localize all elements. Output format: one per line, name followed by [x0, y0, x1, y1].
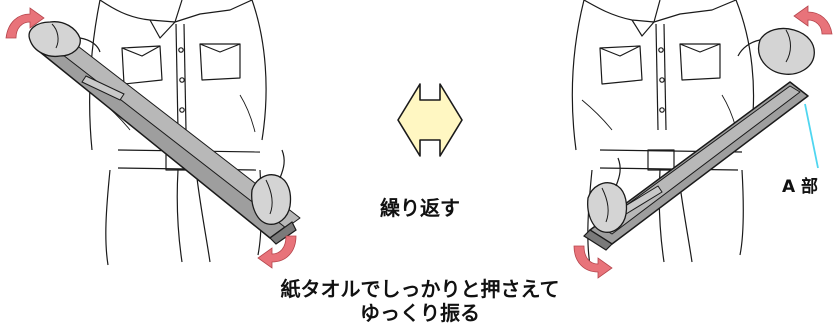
double-headed-arrow-icon: [397, 83, 463, 157]
repeat-label: 繰り返す: [380, 196, 460, 220]
left-figure: [5, 0, 301, 269]
curved-rotation-arrow-icon: [573, 245, 613, 279]
curved-rotation-arrow-icon: [257, 235, 297, 269]
part-a-leader-line: [804, 103, 819, 169]
left-hand-bottom: [251, 149, 292, 225]
left-cartridge: [39, 39, 301, 245]
right-figure: A 部: [571, 0, 833, 279]
instruction-line-2: ゆっくり振る: [360, 301, 480, 325]
right-cartridge: [583, 81, 809, 251]
instruction-line-1: 紙タオルでしっかりと押さえて: [281, 277, 560, 301]
part-a-label: A 部: [782, 176, 818, 197]
right-hand-top: [737, 27, 815, 75]
curved-rotation-arrow-icon: [793, 5, 833, 35]
right-hand-bottom: [587, 157, 628, 233]
left-hand-top: [28, 21, 101, 58]
curved-rotation-arrow-icon: [5, 7, 45, 39]
